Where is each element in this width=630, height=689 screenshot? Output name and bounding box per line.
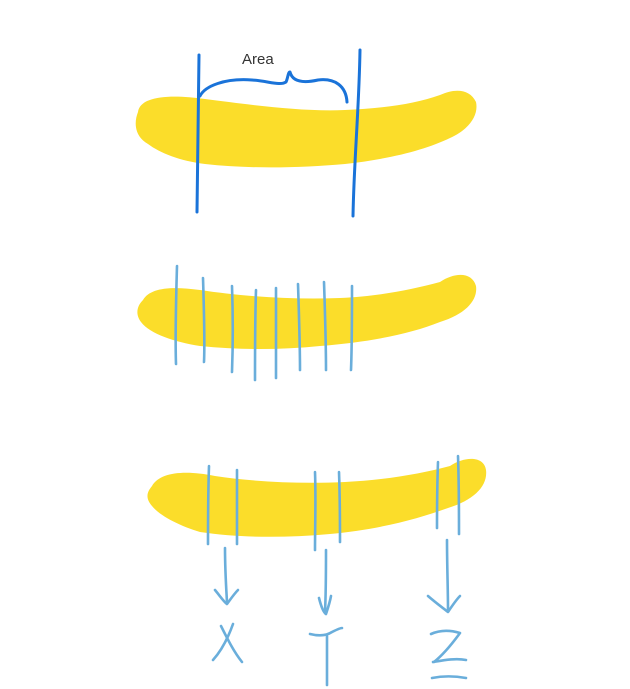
- letter-z-stroke-3: [431, 657, 468, 664]
- sample-line-x-left: [206, 464, 211, 546]
- slice-line-6: [296, 282, 302, 372]
- arrow-z-shaft: [445, 538, 450, 612]
- sample-line-y-right: [337, 470, 342, 544]
- banana-top-shape: [135, 90, 477, 168]
- banana-bottom-shape: [147, 458, 487, 537]
- arrow-z: [426, 538, 462, 614]
- area-label: Area: [242, 51, 274, 68]
- slice-line-7: [322, 280, 328, 372]
- arrow-z-head: [426, 594, 462, 614]
- letter-x-stroke-1: [219, 624, 244, 664]
- letter-z-stroke-1: [429, 629, 462, 664]
- slice-line-1: [174, 264, 179, 366]
- slice-line-2: [201, 276, 206, 364]
- letter-y: [308, 626, 344, 687]
- sample-line-z-left: [435, 460, 440, 530]
- arrow-x-head: [213, 588, 240, 606]
- arrow-y-head: [317, 594, 333, 616]
- letter-x-stroke-2: [211, 622, 235, 662]
- arrow-x: [213, 546, 240, 606]
- letter-z: [429, 629, 468, 680]
- arrow-y-shaft: [323, 548, 328, 614]
- slice-line-3: [230, 284, 235, 374]
- cut-line-right: [351, 48, 362, 218]
- letter-z-stroke-2: [430, 675, 468, 680]
- banana-middle-shape: [137, 274, 477, 349]
- cut-line-left: [195, 53, 201, 214]
- area-brace: [198, 70, 349, 104]
- arrow-y: [317, 548, 333, 616]
- banana-bottom: [147, 454, 487, 552]
- letter-y-stroke-1: [308, 626, 344, 637]
- slice-line-4: [253, 288, 258, 382]
- banana-middle: [137, 264, 477, 382]
- banana-top: [135, 48, 477, 218]
- letter-x: [211, 622, 244, 664]
- arrow-x-shaft: [223, 546, 229, 604]
- sample-line-z-right: [456, 454, 461, 536]
- slice-line-8: [349, 284, 354, 372]
